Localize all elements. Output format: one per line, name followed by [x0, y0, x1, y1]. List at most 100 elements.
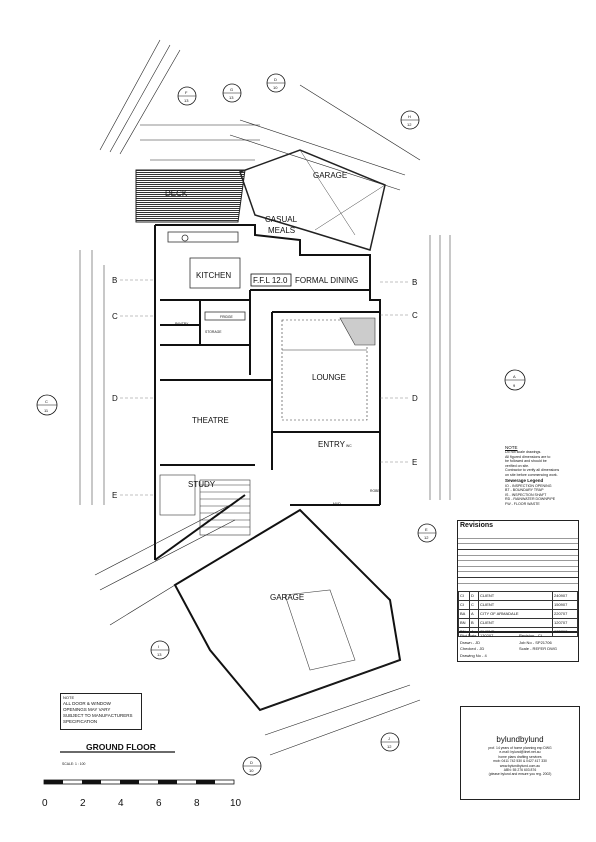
company-line: prof. 14 years of home planning exp DWG	[488, 746, 552, 750]
company-name: bylundbylund	[496, 735, 544, 744]
svg-text:9: 9	[513, 383, 516, 388]
lounge-details	[281, 317, 376, 421]
left-dimensions	[79, 235, 451, 505]
right-note-title: NOTE	[505, 445, 518, 450]
grid-letter-left: B	[112, 276, 117, 285]
revision-code: Revision - CI	[519, 633, 542, 638]
ffl-label: F.F.L 12.0	[253, 276, 288, 285]
kitchen-benches	[167, 231, 246, 321]
svg-text:D: D	[250, 760, 253, 765]
drawing-title: GROUND FLOOR	[86, 742, 156, 752]
grid-letter-left: C	[112, 312, 118, 321]
svg-text:13: 13	[157, 652, 162, 657]
room-label-study: STUDY	[188, 480, 216, 489]
scale-label: 6	[156, 798, 162, 809]
section-marker: D 10	[266, 73, 286, 93]
scale-label: 10	[230, 798, 242, 809]
scale-bar	[43, 751, 235, 785]
company-line: (please bylund and ensure you reg. 2002)	[488, 772, 552, 777]
section-marker: H 12	[400, 110, 420, 130]
notes-line: SUBJECT TO MANUFACTURERS	[63, 713, 133, 718]
svg-text:D: D	[274, 77, 277, 82]
svg-text:12: 12	[424, 535, 429, 540]
checked-by: Checked - JD	[460, 646, 485, 651]
svg-text:I: I	[158, 644, 159, 649]
right-note-line: be followed and should be	[505, 459, 547, 464]
section-marker: G 13	[222, 83, 242, 103]
scale-text: SCALE: 1 : 100	[62, 762, 85, 766]
table-row: CI D CLIENT 240907	[458, 591, 578, 601]
company-line: home plans drafting services	[498, 754, 542, 759]
room-label-storage: STORAGE	[205, 330, 222, 334]
room-label-entry: ENTRY	[318, 440, 346, 449]
svg-text:A: A	[513, 374, 516, 379]
grid-letter-right: D	[412, 394, 418, 403]
svg-text:E: E	[425, 527, 428, 532]
svg-text:13: 13	[184, 98, 189, 103]
right-note-line: Contractor to verify all dimensions	[505, 468, 560, 473]
revisions-rows: CI D CLIENT 240907 CI C CLIENT 150907 BA…	[458, 591, 578, 637]
svg-text:C: C	[45, 399, 48, 404]
revisions-blank-rows	[458, 533, 578, 588]
room-label-kitchen: KITCHEN	[196, 271, 231, 280]
notes-box: NOTE ALL DOOR & WINDOW OPENINGS MAY VARY…	[60, 693, 142, 730]
room-label-mud: MUD	[333, 502, 341, 506]
room-label-pantry: PANTRY	[175, 322, 189, 326]
room-label-lounge: LOUNGE	[312, 373, 346, 382]
drawing-number: Drawing No - 4	[460, 652, 487, 658]
scale-info: Scale - REFER DWG	[519, 646, 558, 651]
company-block: bylundbylund prof. 14 years of home plan…	[460, 706, 580, 800]
room-label-wc: WC	[346, 444, 352, 448]
notes-line: SPECIFICATION	[63, 719, 98, 724]
top-dimension-lines	[99, 39, 421, 191]
svg-text:11: 11	[44, 408, 49, 413]
svg-text:H: H	[408, 114, 411, 119]
section-marker: E 12	[417, 523, 437, 543]
table-row: BN B CLIENT 120707	[458, 618, 578, 628]
legend-line: RD - RAINWATER DOWNPIPE	[505, 497, 556, 502]
room-label-formal-dining: FORMAL DINING	[295, 276, 358, 285]
room-label-garage-top: GARAGE	[313, 171, 347, 180]
section-marker: D 10	[242, 756, 262, 776]
legend-line: FW - FLOOR WASTE	[505, 501, 540, 506]
revisions-title: Revisions	[460, 522, 494, 529]
section-marker: C 11	[36, 394, 58, 416]
svg-text:13: 13	[229, 95, 234, 100]
drawn-by: Drawn - JD	[460, 639, 481, 645]
grid-letter-right: C	[412, 311, 418, 320]
right-note: NOTE Do not scale drawings. All figured …	[505, 445, 583, 507]
right-note-line: verified on site.	[505, 463, 530, 468]
svg-text:G: G	[230, 87, 233, 92]
section-marker: A 9	[504, 369, 526, 391]
scale-label: 8	[194, 798, 200, 809]
legend-line: IS - INSPECTION SHAFT	[505, 492, 547, 497]
ffl-box	[250, 273, 292, 287]
scale-label: 0	[42, 798, 48, 809]
svg-text:10: 10	[249, 768, 254, 773]
table-row: CI C CLIENT 150907	[458, 600, 578, 610]
legend-line: BT - BOUNDARY TRAP	[505, 488, 544, 493]
stairs	[159, 474, 251, 536]
svg-text:10: 10	[273, 85, 278, 90]
bottom-garage	[94, 504, 421, 756]
deck-area	[135, 169, 246, 223]
job-number: Job No - SP21706	[519, 639, 552, 645]
legend-line: IO - INSPECTION OPENING	[505, 483, 552, 488]
room-label-robe: ROBE	[370, 489, 380, 493]
table-row: BA A CITY OF ARMADALE 220707	[458, 609, 578, 619]
scale-label: 4	[118, 798, 124, 809]
sewerage-legend-title: Sewerage Legend	[505, 477, 544, 483]
plot-date: Plot Date - 130207	[460, 633, 494, 638]
notes-title: NOTE	[63, 695, 75, 700]
room-label-fridge: FRIDGE	[220, 315, 234, 319]
company-line: mob: 0411 742 530 & 0427 417 330	[493, 759, 547, 764]
svg-text:12: 12	[387, 744, 392, 749]
revisions-table: Revisions CI D CLIENT 240907 CI C CLIENT…	[457, 520, 579, 637]
grid-lines	[120, 279, 410, 496]
room-label-garage-bottom: GARAGE	[270, 593, 304, 602]
right-note-line: All figured dimensions are to	[505, 454, 551, 459]
grid-letter-left: D	[112, 394, 118, 403]
notes-line: OPENINGS MAY VARY	[63, 707, 111, 712]
room-label-meals: MEALS	[268, 226, 295, 235]
